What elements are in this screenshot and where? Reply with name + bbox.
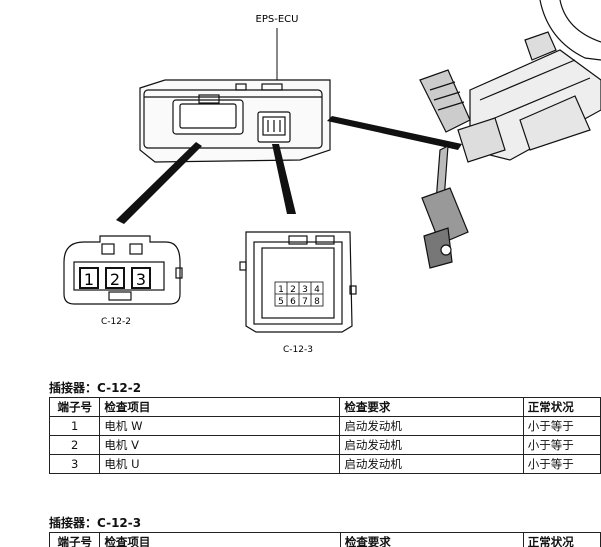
connector-b-pin-5: 5 — [278, 297, 284, 307]
cell-check-item: 电机 U — [99, 454, 341, 474]
connector-b-pin-6: 6 — [290, 297, 296, 307]
connector-b-label: C-12-3 — [283, 345, 313, 355]
connector-b-pin-7: 7 — [302, 297, 308, 307]
header-check-item: 检查项目 — [99, 397, 341, 417]
steering-column-illustration — [419, 0, 601, 269]
cell-terminal: 2 — [48, 435, 101, 455]
connector-a-label: C-12-2 — [101, 317, 131, 327]
connector-b-pin-8: 8 — [314, 297, 320, 307]
connector-a-pin-2: 2 — [110, 270, 120, 289]
table-header-row: 端子号 检查项目 检查要求 正常状况 — [48, 397, 601, 417]
cell-terminal: 3 — [48, 454, 101, 474]
table-header-row: 端子号 检查项目 检查要求 正常状况 — [48, 532, 601, 547]
cell-normal-status: 小于等于 — [522, 454, 601, 474]
connector-b-pin-1: 1 — [278, 285, 284, 295]
cell-check-item: 电机 V — [99, 435, 341, 455]
header-check-item: 检查项目 — [99, 532, 341, 547]
connector-b-pin-2: 2 — [290, 285, 296, 295]
component-diagram: EPS-ECU 1 2 3 C-12-2 — [63, 0, 601, 355]
cell-check-requirement: 启动发动机 — [339, 435, 524, 455]
table-row: 1 电机 W 启动发动机 小于等于 — [48, 416, 601, 436]
cell-normal-status: 小于等于 — [522, 416, 601, 436]
header-normal-status: 正常状况 — [522, 532, 601, 547]
table-row: 2 电机 V 启动发动机 小于等于 — [48, 435, 601, 455]
cell-check-requirement: 启动发动机 — [339, 416, 524, 436]
header-terminal: 端子号 — [48, 397, 101, 417]
table-row: 3 电机 U 启动发动机 小于等于 — [48, 454, 601, 474]
connector-a-pins: 1 2 3 — [79, 267, 151, 289]
header-normal-status: 正常状况 — [522, 397, 601, 417]
cell-terminal: 1 — [48, 416, 101, 436]
connector-b-pin-4: 4 — [314, 285, 320, 295]
connector-a-pin-3: 3 — [136, 270, 146, 289]
table-c-12-2: 端子号 检查项目 检查要求 正常状况 1 电机 W 启动发动机 小于等于 2 电… — [48, 397, 601, 474]
ecu-label: EPS-ECU — [256, 14, 299, 25]
table1-title: 插接器：C-12-2 — [49, 381, 142, 395]
header-check-requirement: 检查要求 — [339, 532, 524, 547]
header-check-requirement: 检查要求 — [339, 397, 524, 417]
connector-a-pin-1: 1 — [84, 270, 94, 289]
header-terminal: 端子号 — [48, 532, 101, 547]
cell-check-item: 电机 W — [99, 416, 341, 436]
eps-ecu-unit — [139, 79, 331, 163]
table2-title: 插接器：C-12-3 — [49, 516, 142, 530]
connector-b-pins: 1 2 3 4 5 6 7 8 — [274, 281, 324, 307]
cell-check-requirement: 启动发动机 — [339, 454, 524, 474]
table-c-12-3: 端子号 检查项目 检查要求 正常状况 — [48, 532, 601, 547]
cell-normal-status: 小于等于 — [522, 435, 601, 455]
connector-b-pin-3: 3 — [302, 285, 308, 295]
